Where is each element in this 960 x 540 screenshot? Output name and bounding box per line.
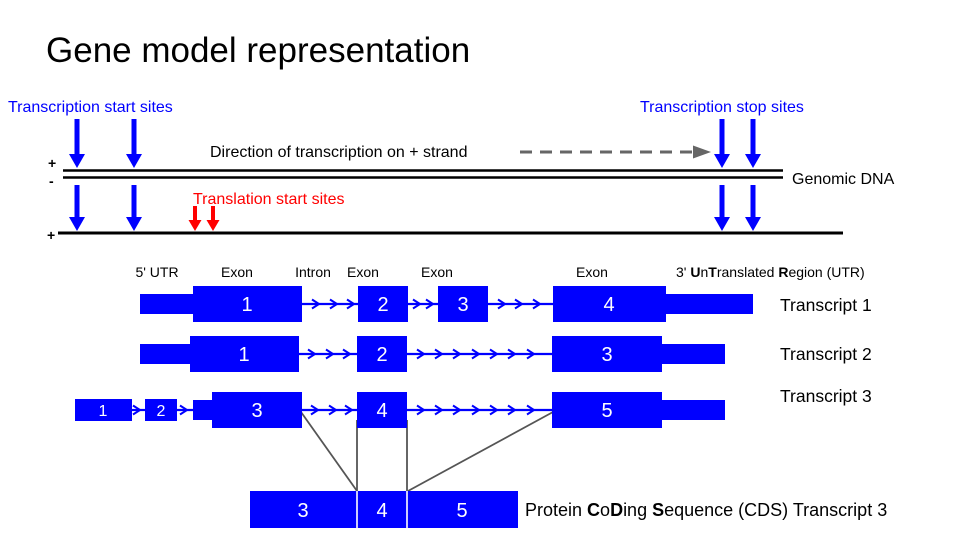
exon-number: 4 bbox=[376, 400, 387, 422]
minus-strand-sign: - bbox=[49, 173, 54, 189]
translation-start-arrow-icon bbox=[188, 206, 202, 231]
utr3-label: 3' UnTranslated Region (UTR) bbox=[676, 264, 865, 280]
exon-label: Exon bbox=[576, 264, 608, 280]
utr3-box bbox=[666, 294, 753, 314]
cds-label: Protein CoDing Sequence (CDS) Transcript… bbox=[525, 500, 887, 520]
cds-segment-number: 3 bbox=[297, 500, 308, 522]
transcript-name: Transcript 1 bbox=[780, 295, 872, 315]
transcription-stop-arrow-icon bbox=[745, 185, 761, 231]
utr5-box bbox=[193, 400, 212, 420]
exon-number: 3 bbox=[457, 294, 468, 316]
transcript-name: Transcript 3 bbox=[780, 386, 872, 406]
connector-line bbox=[407, 411, 554, 492]
genomic-dna-label: Genomic DNA bbox=[792, 171, 895, 188]
direction-label: Direction of transcription on + strand bbox=[210, 144, 467, 161]
exon-box bbox=[75, 399, 132, 421]
connector-line bbox=[300, 411, 358, 492]
transcription-stop-label: Transcription stop sites bbox=[640, 99, 804, 116]
exon-box bbox=[145, 399, 177, 421]
intron-label: Intron bbox=[295, 264, 331, 280]
transcription-start-arrow-icon bbox=[69, 185, 85, 231]
exon-number: 5 bbox=[601, 400, 612, 422]
exon-label: Exon bbox=[221, 264, 253, 280]
cds-segment-number: 4 bbox=[376, 500, 387, 522]
utr3-box bbox=[662, 400, 725, 420]
transcription-stop-arrow-icon bbox=[714, 185, 730, 231]
exon-number: 1 bbox=[241, 294, 252, 316]
exon-box bbox=[193, 286, 302, 322]
exon-number: 2 bbox=[376, 344, 387, 366]
utr5-label: 5' UTR bbox=[135, 264, 178, 280]
cds-segment-number: 5 bbox=[456, 500, 467, 522]
exon-number: 1 bbox=[238, 344, 249, 366]
exon-box bbox=[358, 286, 408, 322]
exon-box bbox=[438, 286, 488, 322]
utr5-box bbox=[140, 294, 193, 314]
transcript-name: Transcript 2 bbox=[780, 344, 872, 364]
plus-strand-sign-top: + bbox=[48, 155, 56, 171]
translation-start-arrow-icon bbox=[206, 206, 220, 231]
transcription-start-arrow-icon bbox=[69, 119, 85, 168]
exon-number: 2 bbox=[377, 294, 388, 316]
exon-box bbox=[212, 392, 302, 428]
translation-start-label: Translation start sites bbox=[193, 191, 344, 208]
exon-box bbox=[552, 336, 662, 372]
cds-connector-lines bbox=[300, 411, 554, 492]
exon-number: 3 bbox=[251, 400, 262, 422]
transcription-start-arrow-icon bbox=[126, 119, 142, 168]
exon-number: 2 bbox=[157, 403, 166, 420]
transcript-3: 1 2 3 4 5 Transcript 3 bbox=[75, 386, 872, 428]
genomic-dna-section: Transcription start sites Transcription … bbox=[8, 99, 895, 243]
exon-label: Exon bbox=[421, 264, 453, 280]
direction-arrowhead-icon bbox=[693, 145, 711, 159]
exon-box bbox=[357, 336, 407, 372]
transcription-stop-arrow-icon bbox=[714, 119, 730, 168]
transcription-start-label: Transcription start sites bbox=[8, 99, 173, 116]
transcript-2: 1 2 3 Transcript 2 bbox=[140, 336, 872, 372]
transcript-1: 1 2 3 4 Transcript 1 bbox=[140, 286, 872, 322]
page-title: Gene model representation bbox=[46, 31, 470, 70]
exon-number: 3 bbox=[601, 344, 612, 366]
exon-label: Exon bbox=[347, 264, 379, 280]
exon-box bbox=[553, 286, 666, 322]
feature-label-row: 5' UTR Exon Intron Exon Exon Exon 3' UnT… bbox=[135, 264, 864, 280]
plus-strand-sign-bottom: + bbox=[47, 227, 55, 243]
exon-box bbox=[552, 392, 662, 428]
exon-number: 1 bbox=[99, 403, 108, 420]
cds-box bbox=[250, 491, 518, 528]
transcription-stop-arrow-icon bbox=[745, 119, 761, 168]
exon-box bbox=[357, 392, 407, 428]
exon-box bbox=[190, 336, 299, 372]
utr3-box bbox=[662, 344, 725, 364]
utr5-box bbox=[140, 344, 190, 364]
cds-section: 3 4 5 Protein CoDing Sequence (CDS) Tran… bbox=[250, 491, 887, 528]
transcription-start-arrow-icon bbox=[126, 185, 142, 231]
exon-number: 4 bbox=[603, 294, 614, 316]
